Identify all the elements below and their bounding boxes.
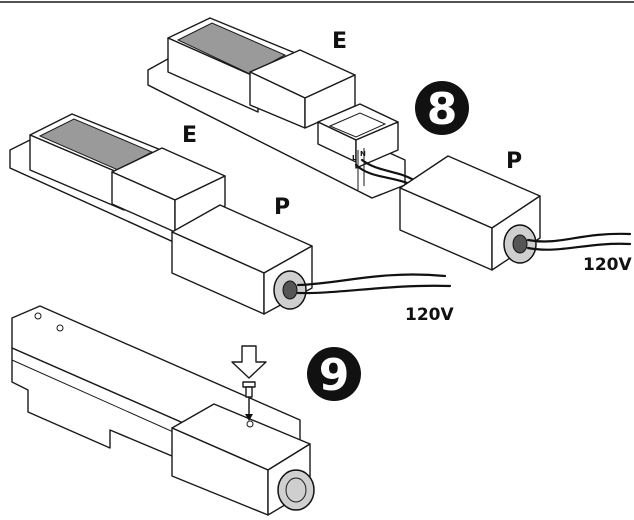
ballast-left-window: [38, 118, 154, 171]
voltage-right-label: 120V: [583, 255, 632, 275]
pack-right-wire-2: [526, 242, 632, 251]
wire-l-label: L: [352, 154, 357, 162]
ballast-top-box-front: [167, 37, 259, 113]
step-8-number: 8: [427, 84, 458, 135]
ballast-top-label: E: [332, 29, 347, 54]
pack-left-wire-1: [296, 273, 447, 287]
pack-right-label: P: [506, 149, 522, 174]
power-pack-right: P: [399, 149, 541, 271]
screw-hole: [246, 420, 254, 428]
step-9-badge: 9: [307, 347, 361, 401]
step-8-badge: 8: [415, 81, 469, 135]
power-pack-left: P: [171, 195, 313, 315]
mounted-pack-bushing: [277, 469, 315, 511]
pack-left-label: P: [274, 195, 290, 220]
voltage-left-label: 120V: [405, 305, 454, 325]
ballast-top: E L N: [147, 17, 406, 199]
ballast-left-module-side: [174, 175, 226, 233]
ballast-wire-2: [360, 158, 416, 182]
down-arrow-icon: [231, 345, 267, 379]
screw-icon: [242, 381, 256, 421]
ballast-left-label: E: [182, 123, 197, 148]
pack-right-wire-1: [526, 232, 632, 243]
power-pack-mounted: [171, 403, 315, 516]
ballast-top-terminal-side: [355, 121, 399, 169]
wire-n-label: N: [360, 150, 366, 158]
ballast-top-window: [176, 22, 287, 75]
step-9-number: 9: [319, 350, 350, 401]
pack-left-wire-2: [296, 284, 452, 295]
ballast-wire-1: [354, 163, 412, 186]
